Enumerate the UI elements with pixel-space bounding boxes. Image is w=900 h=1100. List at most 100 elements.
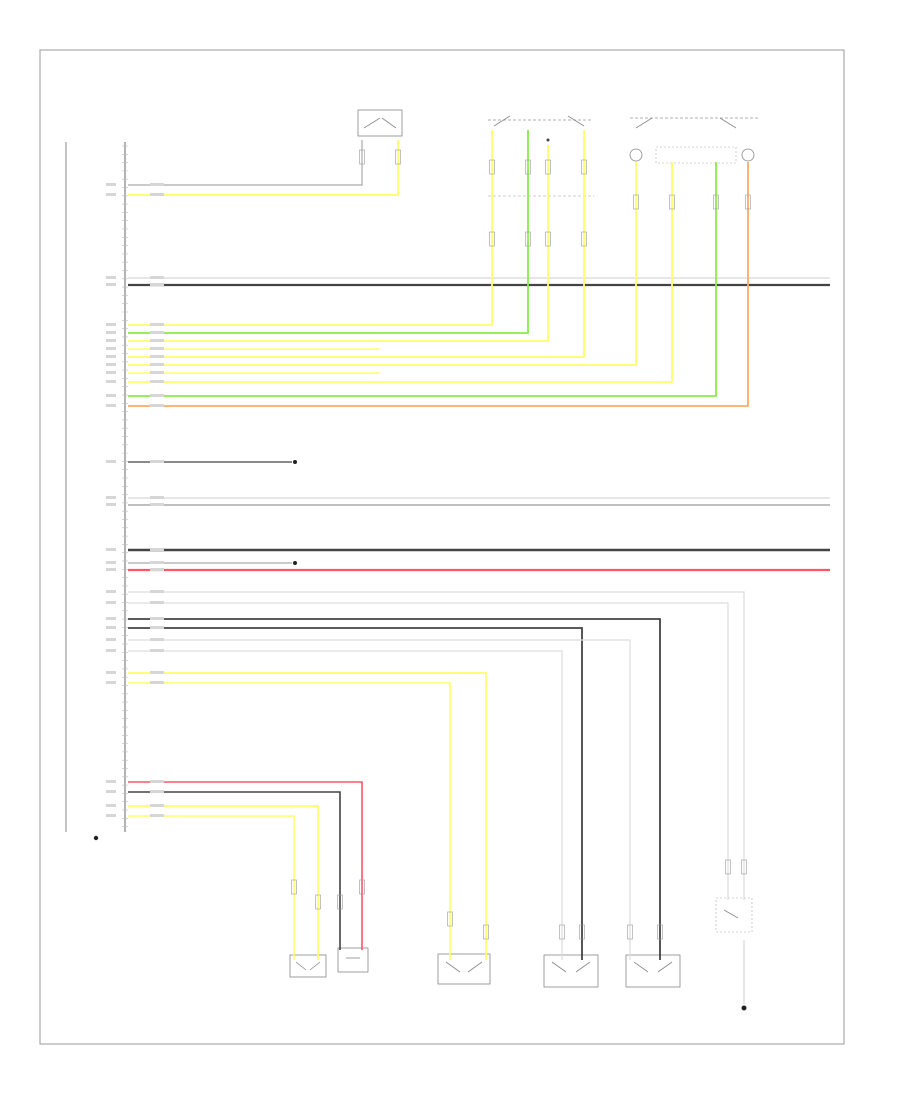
pin-label — [106, 347, 116, 350]
diagram-frame — [39, 49, 845, 1045]
inline-connector — [741, 859, 747, 875]
pin-label — [106, 496, 116, 499]
inline-connector — [669, 194, 675, 210]
pin-label — [106, 503, 116, 506]
wire-switch-1 — [128, 140, 363, 186]
inline-connector — [627, 924, 633, 940]
wire-inflator-2 — [128, 162, 673, 383]
wire-occupant-1 — [128, 591, 745, 900]
top-component-inflator-assembly — [629, 117, 760, 164]
wire-color-label — [150, 339, 164, 342]
inline-connector — [291, 879, 297, 895]
wire-color-label — [150, 780, 164, 783]
wire-color-label — [150, 363, 164, 366]
pin-label — [106, 601, 116, 604]
inline-connector — [633, 194, 639, 210]
wire-color-label — [150, 193, 164, 196]
wire-color-label — [150, 347, 164, 350]
bottom-component-right-side-sensor — [625, 954, 681, 988]
pin-label — [106, 323, 116, 326]
wire-color-label — [150, 283, 164, 286]
pin-label — [106, 380, 116, 383]
pin-label — [106, 561, 116, 564]
wire-color-label — [150, 276, 164, 279]
wire-right-side-wht — [128, 639, 631, 960]
pin-label — [106, 814, 116, 817]
wire-sensor-4 — [128, 130, 585, 358]
top-component-sensor-assembly — [488, 115, 594, 197]
wire-harness — [128, 130, 830, 960]
inline-connector — [337, 894, 343, 910]
inline-connector — [483, 924, 489, 940]
wire-sensor-3 — [128, 145, 549, 342]
inline-connector — [545, 159, 551, 175]
pin-label — [106, 681, 116, 684]
inline-connector — [525, 231, 531, 247]
wire-color-label — [150, 638, 164, 641]
wire-sensor-1 — [128, 130, 493, 326]
pin-label — [106, 590, 116, 593]
top-component-switch — [357, 109, 403, 137]
bottom-component-seat-position-sensor — [289, 954, 327, 978]
pin-label — [106, 626, 116, 629]
wire-inflator-3 — [128, 162, 717, 397]
pin-label — [106, 355, 116, 358]
wire-occupant-2 — [128, 602, 729, 900]
pin-label — [106, 649, 116, 652]
wire-color-label — [150, 671, 164, 674]
wire-pretensioner-yel — [128, 672, 487, 960]
inline-connector — [359, 879, 365, 895]
wire-color-label — [150, 331, 164, 334]
wire-color-label — [150, 355, 164, 358]
wire-inflator-4 — [128, 162, 749, 407]
inline-connector — [447, 911, 453, 927]
pin-label — [106, 638, 116, 641]
wire-left-side-wht — [128, 650, 563, 960]
wire-pretensioner-yelblk — [128, 682, 451, 960]
wire-color-label — [150, 561, 164, 564]
inline-connector — [559, 924, 565, 940]
pin-label — [106, 404, 116, 407]
inline-connector — [725, 859, 731, 875]
inline-connector — [545, 231, 551, 247]
inline-connector — [579, 924, 585, 940]
wire-color-label — [150, 626, 164, 629]
bottom-component-pretensioner — [437, 953, 491, 985]
control-module-connector — [65, 142, 128, 841]
wire-inflator-1 — [128, 162, 637, 366]
pin-label — [106, 371, 116, 374]
wire-color-label — [150, 503, 164, 506]
reference-arrow-1 — [293, 460, 297, 464]
pin-label — [106, 804, 116, 807]
wire-color-label — [150, 681, 164, 684]
wire-color-label — [150, 548, 164, 551]
wire-color-label — [150, 617, 164, 620]
wire-color-label — [150, 804, 164, 807]
wire-sensor-2 — [128, 130, 529, 334]
wire-color-label — [150, 183, 164, 186]
wire-color-label — [150, 568, 164, 571]
inline-connector — [359, 149, 365, 165]
pin-label — [106, 331, 116, 334]
wire-color-label — [150, 380, 164, 383]
wire-right-side-blk — [128, 618, 661, 960]
inline-connector — [581, 159, 587, 175]
wire-color-label — [150, 404, 164, 407]
module-ground-dot — [93, 835, 99, 841]
wire-label-marks — [106, 183, 164, 817]
inline-connector — [525, 159, 531, 175]
pin-label — [106, 548, 116, 551]
pin-label — [106, 671, 116, 674]
inline-connector — [713, 194, 719, 210]
pin-label — [106, 568, 116, 571]
inline-connector — [489, 159, 495, 175]
pin-label — [106, 339, 116, 342]
bottom-ground-symbol — [741, 940, 747, 1011]
inline-connector — [489, 231, 495, 247]
reference-arrow-2 — [293, 561, 297, 565]
pin-label — [106, 276, 116, 279]
wire-color-label — [150, 323, 164, 326]
pin-label — [106, 394, 116, 397]
pin-label — [106, 193, 116, 196]
